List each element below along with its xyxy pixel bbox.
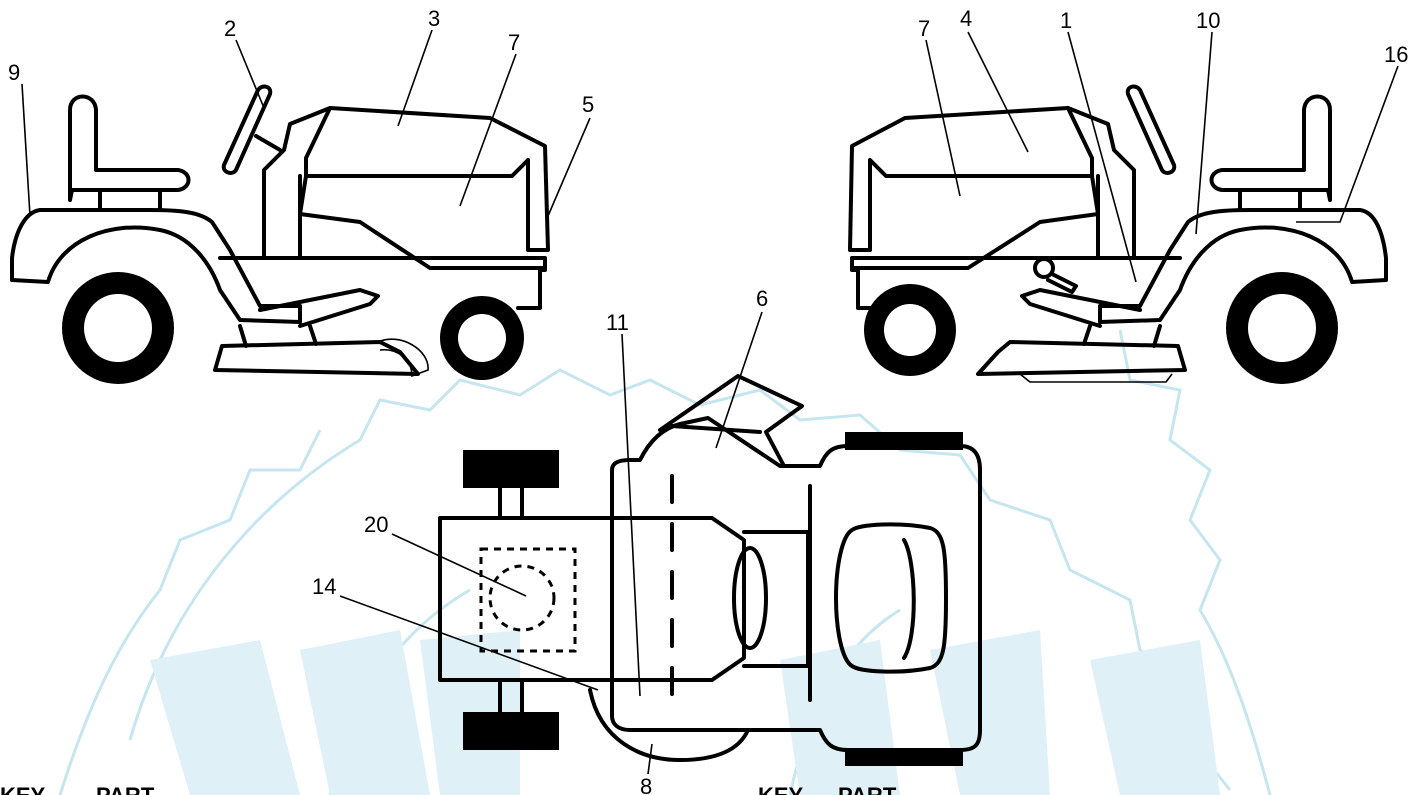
callout-8: 8 bbox=[640, 774, 652, 795]
key-part-table-headers: KEY PART KEY PART bbox=[0, 783, 897, 795]
rear-tire-top bbox=[463, 450, 559, 488]
hood-top bbox=[834, 522, 948, 674]
pedal-left bbox=[258, 288, 380, 328]
rear-fender-left bbox=[10, 208, 302, 324]
mower-deck-left bbox=[213, 340, 420, 376]
dash-right bbox=[1066, 106, 1136, 260]
hood-left bbox=[304, 106, 550, 252]
steering-wheel-top bbox=[732, 546, 768, 650]
seat-post-left bbox=[98, 188, 162, 212]
mower-deck-top bbox=[610, 416, 982, 752]
hood-side-left bbox=[298, 174, 547, 270]
right-part-header: PART bbox=[838, 783, 897, 795]
steering-wheel-right bbox=[1125, 84, 1177, 175]
leader-lines bbox=[21, 29, 1399, 775]
left-part-header: PART bbox=[96, 783, 155, 795]
fuel-cap-dashed bbox=[488, 564, 556, 632]
mower-deck-right bbox=[976, 340, 1187, 376]
callout-numbers: 9 2 3 7 5 7 4 1 10 16 6 11 20 14 8 bbox=[8, 6, 1408, 795]
hood-right bbox=[848, 106, 1094, 252]
seat-right bbox=[1209, 94, 1332, 202]
callout-14: 14 bbox=[312, 574, 336, 599]
callout-7-left: 7 bbox=[508, 30, 520, 55]
dash-left bbox=[262, 106, 332, 260]
seat-left bbox=[68, 94, 191, 202]
callout-20: 20 bbox=[364, 512, 388, 537]
pedal-right bbox=[1020, 288, 1142, 328]
tractor-left-side-view bbox=[10, 84, 550, 384]
rear-body-top bbox=[438, 516, 746, 682]
tractor-top-view bbox=[438, 374, 982, 766]
battery-box-top bbox=[479, 547, 577, 653]
callout-10: 10 bbox=[1196, 8, 1220, 33]
rear-tire-bottom bbox=[463, 712, 559, 750]
callout-1: 1 bbox=[1060, 8, 1072, 33]
tractor-right-side-view bbox=[848, 84, 1388, 384]
callout-9: 9 bbox=[8, 60, 20, 85]
lever-knob-right bbox=[1033, 257, 1055, 279]
callout-7-right: 7 bbox=[918, 16, 930, 41]
deck-arc-top bbox=[588, 688, 750, 762]
callout-16: 16 bbox=[1384, 42, 1408, 67]
callout-11: 11 bbox=[606, 310, 629, 335]
steering-wheel-left bbox=[221, 84, 273, 175]
front-tire-bottom bbox=[845, 748, 963, 766]
left-key-header: KEY bbox=[0, 783, 46, 795]
rear-fender-right bbox=[1098, 208, 1388, 324]
callout-4: 4 bbox=[960, 6, 972, 31]
callout-3: 3 bbox=[428, 6, 440, 31]
right-key-header: KEY bbox=[758, 783, 804, 795]
callout-5: 5 bbox=[582, 92, 594, 117]
callout-2: 2 bbox=[224, 16, 236, 41]
callout-6: 6 bbox=[756, 286, 768, 311]
watermark-letters bbox=[150, 630, 1220, 795]
discharge-chute-top bbox=[658, 374, 804, 468]
hood-side-right bbox=[850, 174, 1100, 270]
